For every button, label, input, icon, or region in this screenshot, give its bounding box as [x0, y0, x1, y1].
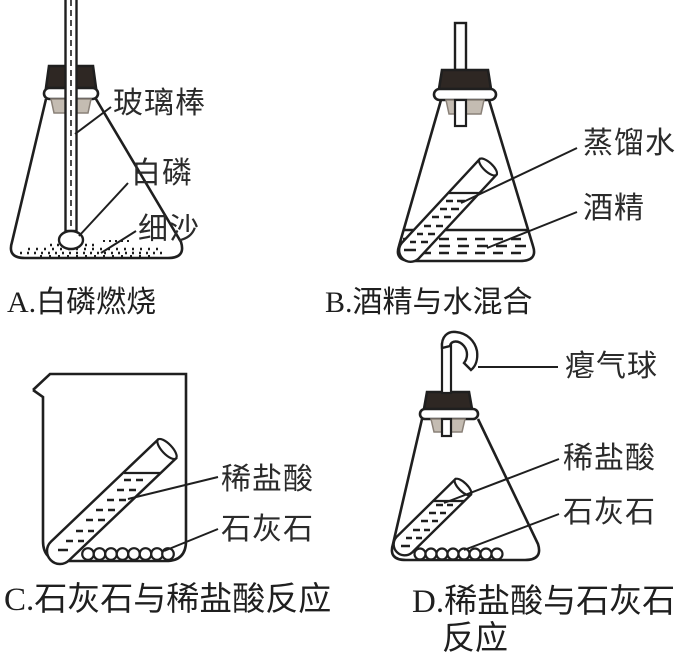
- test-tube-d-mouth: [453, 477, 473, 497]
- test-tube-b-mouth: [477, 157, 499, 177]
- leader-alcohol: [486, 211, 578, 249]
- rubber-stopper-d: [422, 390, 474, 411]
- label-limestone-c: 石灰石: [221, 513, 314, 546]
- tube-b-liquid-dashes: [404, 199, 465, 252]
- apparatus-c: [32, 372, 219, 566]
- deflated-balloon: [440, 330, 479, 372]
- caption-c: C.石灰石与稀盐酸反应: [4, 582, 332, 618]
- limestone-pebbles-c: [81, 547, 175, 561]
- caption-b: B.酒精与水混合: [325, 286, 533, 319]
- leader-dilute-hcl-c: [127, 476, 219, 500]
- apparatus-d: [390, 330, 560, 562]
- apparatus-b: [396, 21, 578, 264]
- caption-d-line2: 反应: [442, 621, 508, 657]
- label-fine-sand: 细沙: [138, 213, 200, 246]
- conical-flask-a: [9, 98, 184, 260]
- balloon-tube-stub: [440, 417, 453, 438]
- test-tube-c-mouth: [156, 437, 178, 461]
- leader-fine-sand: [100, 230, 137, 254]
- tube-c-liquid-dashes: [58, 478, 143, 552]
- label-dilute-hcl-d: 稀盐酸: [563, 442, 656, 475]
- test-tube-d: [392, 477, 473, 557]
- leader-distilled-water: [460, 147, 578, 204]
- conical-flask-b: [396, 99, 536, 263]
- leader-glass-rod: [74, 106, 112, 135]
- caption-a: A.白磷燃烧: [7, 286, 157, 319]
- stopper-tube-b-stub: [453, 98, 468, 128]
- label-dilute-hcl-c: 稀盐酸: [221, 463, 314, 496]
- limestone-pebbles-d: [413, 547, 504, 561]
- flask-neck-rim-d: [418, 407, 480, 421]
- rubber-stopper-b: [437, 68, 493, 91]
- leader-limestone-c: [163, 528, 219, 552]
- leader-white-phosphorus: [78, 182, 129, 237]
- stopper-tube-b: [453, 21, 468, 72]
- label-glass-rod: 玻璃棒: [113, 87, 206, 120]
- label-alcohol: 酒精: [583, 192, 645, 225]
- label-limestone-d: 石灰石: [563, 496, 656, 529]
- label-distilled-water: 蒸馏水: [583, 127, 676, 160]
- tube-d-liquid-dashes: [401, 503, 453, 548]
- flask-neck-rim-b: [432, 87, 498, 102]
- test-tube-c: [45, 437, 178, 566]
- leader-limestone-d: [463, 513, 560, 551]
- label-deflated-balloon: 瘪气球: [565, 350, 658, 383]
- label-white-phosphorus: 白磷: [131, 157, 193, 190]
- test-tube-b: [397, 157, 499, 264]
- apparatus-a: [9, 0, 184, 260]
- caption-d-line1: D.稀盐酸与石灰石: [412, 584, 676, 620]
- white-phosphorus-ball: [57, 229, 85, 251]
- balloon-tube: [440, 342, 453, 395]
- leader-dilute-hcl-d: [443, 458, 560, 504]
